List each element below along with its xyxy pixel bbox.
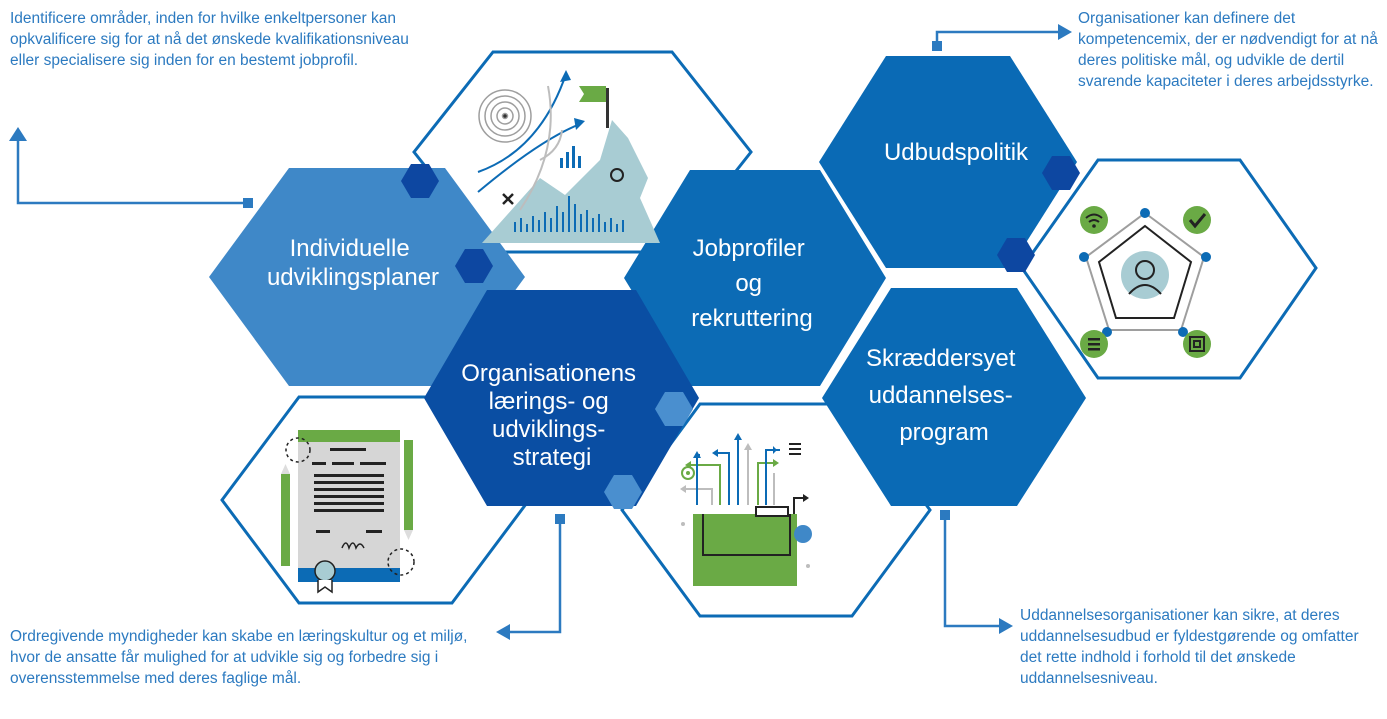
- briefcase-body: [693, 514, 797, 586]
- small-hexagon: [604, 475, 642, 509]
- cross-marker-icon: [502, 193, 514, 205]
- hexagon-supply-policy: [819, 56, 1077, 268]
- connector-square: [555, 514, 565, 524]
- note-tailored-program: Uddannelsesorganisationer kan sikre, at …: [1020, 607, 1359, 687]
- list-icon: [1080, 330, 1108, 358]
- connector-top-left: [16, 140, 248, 205]
- small-hexagon: [455, 249, 493, 283]
- hexagon-tailored-program: [822, 288, 1086, 506]
- label-line: udviklings-: [492, 416, 605, 443]
- label-line: Organisationens: [461, 360, 636, 387]
- small-hexagon: [997, 238, 1035, 272]
- label-line: lærings- og: [489, 388, 609, 415]
- arrow-right-icon: [999, 618, 1013, 634]
- label-line: udviklingsplaner: [267, 264, 439, 291]
- hexagon-individual-plans: [209, 168, 525, 386]
- small-hexagon: [655, 392, 693, 426]
- growth-arrows: [477, 70, 585, 211]
- seal-icon: [314, 560, 336, 582]
- qr-icon: [1183, 330, 1211, 358]
- label-line: Individuelle: [290, 235, 410, 262]
- label-line: uddannelses-: [869, 382, 1013, 409]
- small-hexagons: [401, 156, 1080, 509]
- connector-bottom-left: [508, 520, 562, 634]
- note-individual-plans: Identificere områder, inden for hvilke e…: [10, 10, 409, 69]
- connector-square: [932, 41, 942, 51]
- note-supply-policy: Organisationer kan definere det kompeten…: [1078, 10, 1378, 90]
- connector-square: [940, 510, 950, 520]
- hexagon-learning-strategy: [424, 290, 699, 506]
- signature: [341, 542, 365, 551]
- flag-icon: [579, 86, 609, 128]
- arrow-up-icon: [9, 127, 27, 141]
- arrow-left-icon: [496, 624, 510, 640]
- label-line: Skræddersyet: [866, 345, 1016, 372]
- certificate-icon: [281, 430, 415, 594]
- small-hexagon: [1042, 156, 1080, 190]
- label-line: Udbudspolitik: [884, 139, 1029, 166]
- connector-bottom-right: [943, 514, 1002, 628]
- label-line: rekruttering: [691, 305, 812, 332]
- small-hexagon: [401, 164, 439, 198]
- circle-marker-icon: [610, 168, 624, 182]
- mountain-shape: [482, 120, 660, 243]
- label-line: strategi: [513, 444, 592, 471]
- label-supply-policy: Udbudspolitik: [884, 139, 1029, 166]
- briefcase-arrows-icon: [680, 433, 812, 586]
- bar-chart-icon: [514, 146, 624, 232]
- user-pentagon-icon: [1079, 206, 1211, 358]
- hexagon-jobprofiles: [624, 170, 886, 386]
- label-line: og: [735, 270, 762, 297]
- label-line: program: [899, 419, 988, 446]
- connector-top-right: [935, 30, 1060, 48]
- connector-square: [243, 198, 253, 208]
- note-learning-strategy: Ordregivende myndigheder kan skabe en læ…: [10, 628, 468, 687]
- label-jobprofiles: Jobprofiler og rekruttering: [691, 235, 812, 332]
- target-icon: [478, 89, 532, 143]
- wifi-icon: [1080, 206, 1108, 234]
- label-learning-strategy: Organisationens lærings- og udviklings- …: [461, 360, 642, 471]
- arrow-right-icon: [1058, 24, 1072, 40]
- check-icon: [1183, 206, 1211, 234]
- label-individual-plans: Individuelle udviklingsplaner: [267, 235, 439, 291]
- connector-ends: [9, 24, 1072, 640]
- mountain-chart-icon: [477, 70, 660, 243]
- label-line: Jobprofiler: [693, 235, 805, 262]
- label-tailored-program: Skræddersyet uddannelses- program: [866, 345, 1022, 446]
